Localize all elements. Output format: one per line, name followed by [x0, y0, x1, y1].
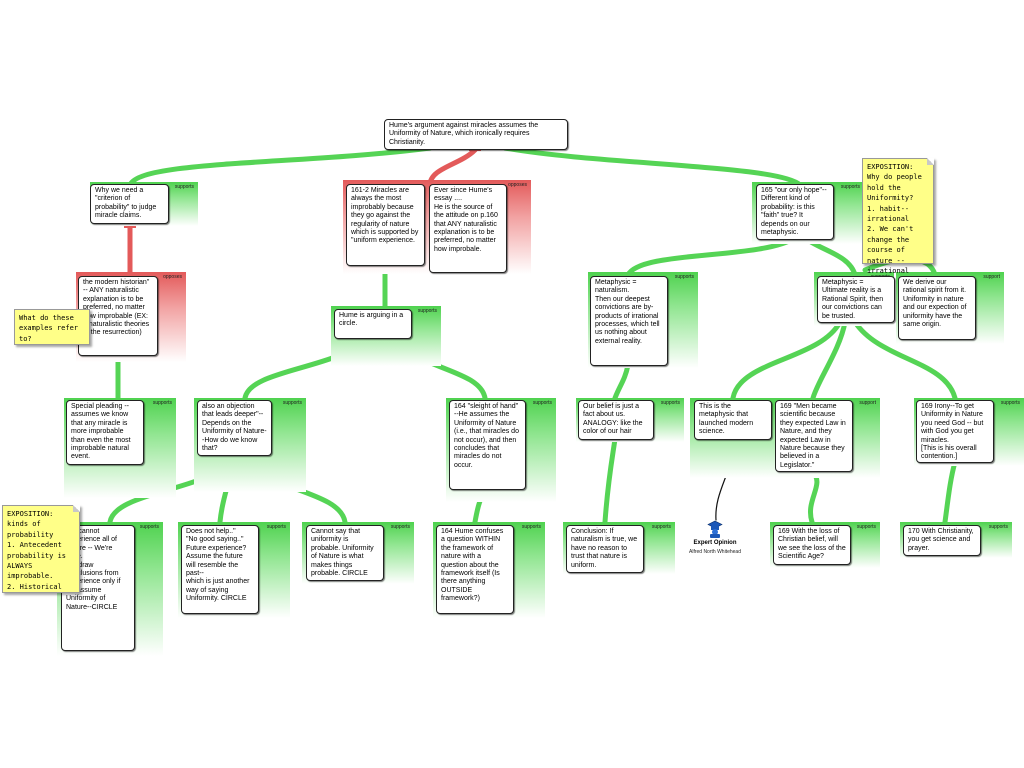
claim-miracles-improbably[interactable]: 161-2 Miracles are always the most impro… [346, 184, 425, 266]
claim-derive-rational[interactable]: We derive our rational spirit from it. U… [898, 276, 976, 340]
claim-hume-confuses[interactable]: 164 Hume confuses a question WITHIN the … [436, 525, 514, 614]
claim-objection-deeper[interactable]: also an objection that leads deeper"-- D… [197, 400, 272, 456]
link-loss-men [808, 469, 820, 525]
link-christianity-irony [942, 459, 958, 525]
zone-label: supports [856, 524, 876, 530]
claim-criterion[interactable]: Why we need a "criterion of probability"… [90, 184, 169, 224]
claim-does-not-help[interactable]: Does not help.." "No good saying.." Futu… [181, 525, 259, 614]
claim-arguing-circle[interactable]: Hume is arguing in a circle. [334, 309, 412, 339]
zone-label: supports [417, 308, 437, 314]
claim-ever-since[interactable]: Ever since Hume's essay .... He is the s… [429, 184, 507, 273]
claim-special-pleading[interactable]: Special pleading -- assumes we know that… [66, 400, 144, 465]
zone-label: support [859, 400, 876, 406]
graduation-cap-icon [707, 520, 723, 538]
zone-label: supports [282, 400, 302, 406]
expert-name: Alfred North Whitehead [689, 549, 741, 555]
claim-modern-historian[interactable]: the modern historian" -- ANY naturalisti… [78, 276, 158, 356]
expert-opinion[interactable]: Expert Opinion Alfred North Whitehead [678, 520, 752, 555]
zone-label: supports [390, 524, 410, 530]
claim-belief-fact[interactable]: Our belief is just a fact about us. ANAL… [578, 400, 654, 440]
zone-label: support [983, 274, 1000, 280]
zone-label: supports [1000, 400, 1020, 406]
zone-label: supports [674, 274, 694, 280]
claim-conclusion[interactable]: Conclusion: If naturalism is true, we ha… [566, 525, 644, 573]
note-what-examples[interactable]: What do these examples refer to? [14, 309, 90, 345]
link-naturalism-ourhope [625, 235, 798, 278]
zone-label: opposes [163, 274, 182, 280]
note-exposition-probability[interactable]: EXPOSITION: kinds of probability 1. Ante… [2, 505, 80, 593]
zone-label: supports [152, 400, 172, 406]
zone-label: supports [139, 524, 159, 530]
claim-cannot-say[interactable]: Cannot say that uniformity is probable. … [306, 525, 384, 581]
note-exposition-uniformity[interactable]: EXPOSITION: Why do people hold the Unifo… [862, 158, 934, 275]
claim-irony[interactable]: 169 Irony--To get Uniformity in Nature y… [916, 400, 994, 463]
zone-label: supports [660, 400, 680, 406]
claim-metaphysic-naturalism[interactable]: Metaphysic = naturalism. Then our deepes… [590, 276, 668, 366]
link-men-rational [810, 319, 848, 401]
zone-label: supports [651, 524, 671, 530]
claim-our-only-hope[interactable]: 165 "our only hope"-- Different kind of … [756, 184, 834, 240]
claim-modern-science[interactable]: This is the metaphysic that launched mod… [694, 400, 772, 440]
link-conclusion-belief [602, 436, 618, 525]
zone-label: supports [988, 524, 1008, 530]
link-irony-rational [852, 319, 958, 401]
link-belief-naturalism [612, 362, 631, 401]
link-ourhope-root [502, 145, 803, 188]
claim-metaphysic-rational[interactable]: Metaphysic = Ultimate reality is a Ratio… [817, 276, 895, 323]
zone-label: supports [532, 400, 552, 406]
zone-label: opposes [508, 182, 527, 188]
zone-label: supports [840, 184, 860, 190]
claim-christianity[interactable]: 170 With Christianity, you get science a… [903, 525, 981, 556]
link-criterion-root [127, 145, 433, 188]
zone-label: supports [266, 524, 286, 530]
expert-opinion-label: Expert Opinion [693, 540, 737, 546]
link-modern-rational [730, 319, 843, 401]
claim-sleight-of-hand[interactable]: 164 "sleight of hand" --He assumes the U… [449, 400, 526, 490]
claim-loss-belief[interactable]: 169 With the loss of Christian belief, w… [773, 525, 851, 565]
zone-label: supports [521, 524, 541, 530]
claim-men-scientific[interactable]: 169 "Men became scientific because they … [775, 400, 853, 472]
zone-label: supports [174, 184, 194, 190]
claim-root[interactable]: Hume's argument against miracles assumes… [384, 119, 568, 150]
